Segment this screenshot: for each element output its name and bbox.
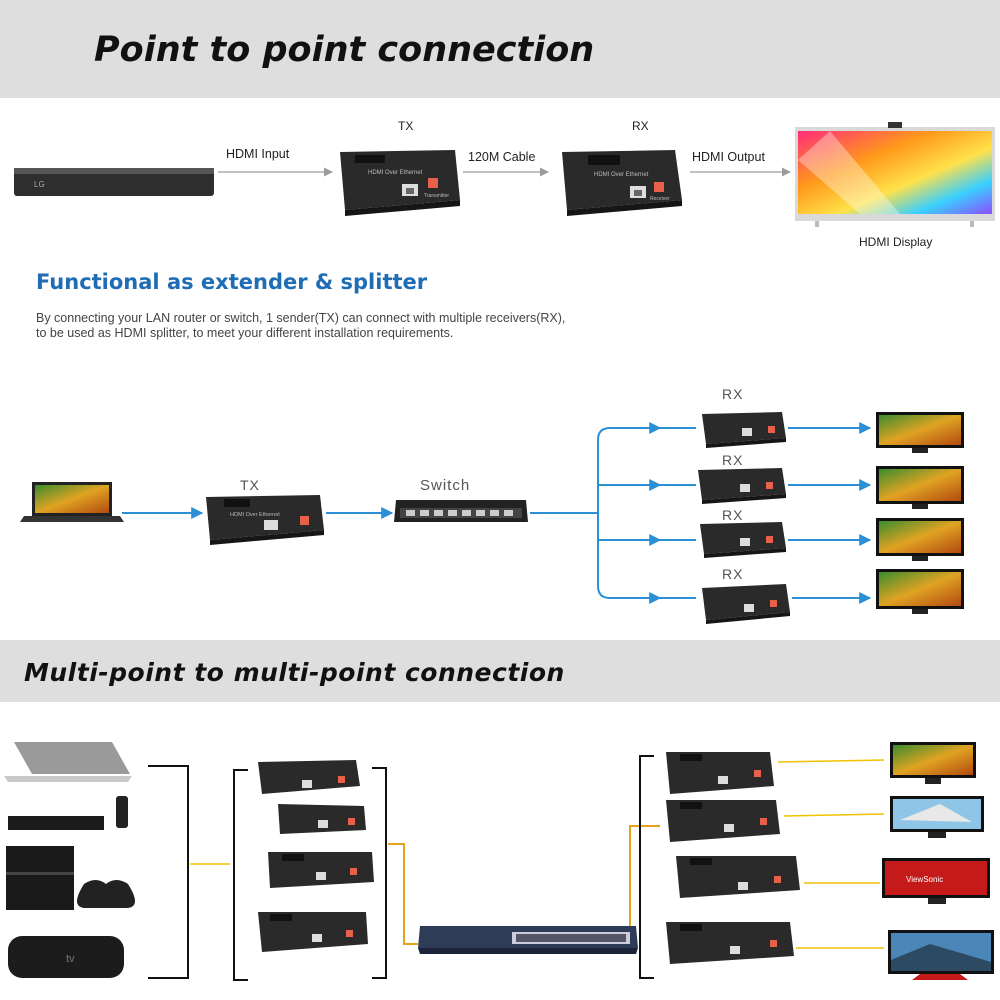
rx-unit-4 [666, 922, 794, 964]
hdmi-display-label: HDMI Display [859, 235, 933, 249]
laptop-device [20, 482, 124, 522]
tx-unit-2 [278, 804, 366, 834]
tx-extender-device: HDMI Over Ethernet Transmitter [340, 150, 460, 216]
section-3-header-band: Multi-point to multi-point connection [0, 640, 1000, 702]
tx-extender-device: HDMI Over Ethernet [206, 495, 324, 545]
rx-label-3: RX [722, 507, 744, 523]
tx-model-label: HDMI Over Ethernet [368, 170, 423, 176]
rx-left-bracket [639, 755, 654, 979]
section-1-title: Point to point connection [94, 30, 595, 70]
display-1 [890, 742, 976, 784]
rx-model-label: HDMI Over Ethernet [594, 172, 649, 178]
player-logo: LG [34, 180, 45, 189]
rx-unit-1 [666, 752, 774, 794]
tx-group-to-switch-line [388, 843, 418, 945]
dvd-player-source [8, 796, 128, 830]
display-brand: ViewSonic [906, 875, 943, 884]
source-bracket [148, 765, 189, 979]
rx-extender-device: HDMI Over Ethernet Receiver [562, 150, 682, 216]
monitor-2 [876, 466, 964, 509]
multi-point-diagram: tv [4, 742, 994, 981]
hdmi-output-label: HDMI Output [692, 150, 765, 164]
monitor-1 [876, 412, 964, 453]
rx-to-display-line-2 [783, 813, 885, 817]
rx-device-4 [702, 584, 790, 624]
rx-device-3 [700, 522, 786, 558]
rx-label-4: RX [722, 566, 744, 582]
monitor-3 [876, 518, 964, 561]
tx-right-bracket [372, 767, 387, 979]
point-to-point-diagram: LG HDMI Over Ethernet Transmitter HDMI O… [14, 122, 995, 227]
streaming-box-source: tv [8, 936, 124, 978]
tx-label: TX [398, 119, 414, 133]
extender-splitter-diagram: HDMI Over Ethernet [20, 412, 964, 624]
rx-unit-3 [676, 856, 800, 898]
section-2-title: Functional as extender & splitter [36, 270, 428, 294]
media-player-device: LG [14, 168, 214, 196]
cable-label: 120M Cable [468, 150, 536, 164]
multi-port-switch [418, 926, 638, 954]
rx-to-display-line-1 [777, 759, 885, 763]
switch-branch-lines [530, 427, 696, 599]
tv-logo: tv [66, 953, 75, 965]
section-2-description-line-1: By connecting your LAN router or switch,… [36, 311, 566, 325]
monitor-4 [876, 569, 964, 614]
hdmi-input-label: HDMI Input [226, 147, 290, 161]
tx-left-bracket [233, 769, 248, 981]
display-3: ViewSonic [882, 858, 990, 904]
section-3-title: Multi-point to multi-point connection [24, 658, 565, 687]
rx-label-1: RX [722, 386, 744, 402]
display-4 [888, 930, 994, 980]
display-2 [890, 796, 984, 838]
switch-label: Switch [420, 477, 471, 494]
rx-label-2: RX [722, 452, 744, 468]
section-1-header-band: Point to point connection [0, 0, 1000, 98]
tx-unit-1 [258, 760, 360, 794]
tx-model-label: HDMI Over Ethernet [230, 512, 280, 518]
rx-device-1 [702, 412, 786, 448]
tx-label-section-2: TX [240, 477, 260, 493]
tx-unit-3 [268, 852, 374, 888]
rx-unit-2 [666, 800, 780, 842]
rx-label: RX [632, 119, 649, 133]
tx-badge: Transmitter [424, 193, 449, 199]
tx-unit-4 [258, 912, 368, 952]
section-2-description-line-2: to be used as HDMI splitter, to meet you… [36, 326, 454, 340]
hdmi-display-tv [795, 122, 995, 227]
rx-device-2 [698, 468, 786, 504]
game-console-source [6, 846, 135, 910]
rx-badge: Receiver [650, 196, 670, 202]
laptop-source [4, 742, 132, 782]
network-switch-device [394, 500, 528, 522]
